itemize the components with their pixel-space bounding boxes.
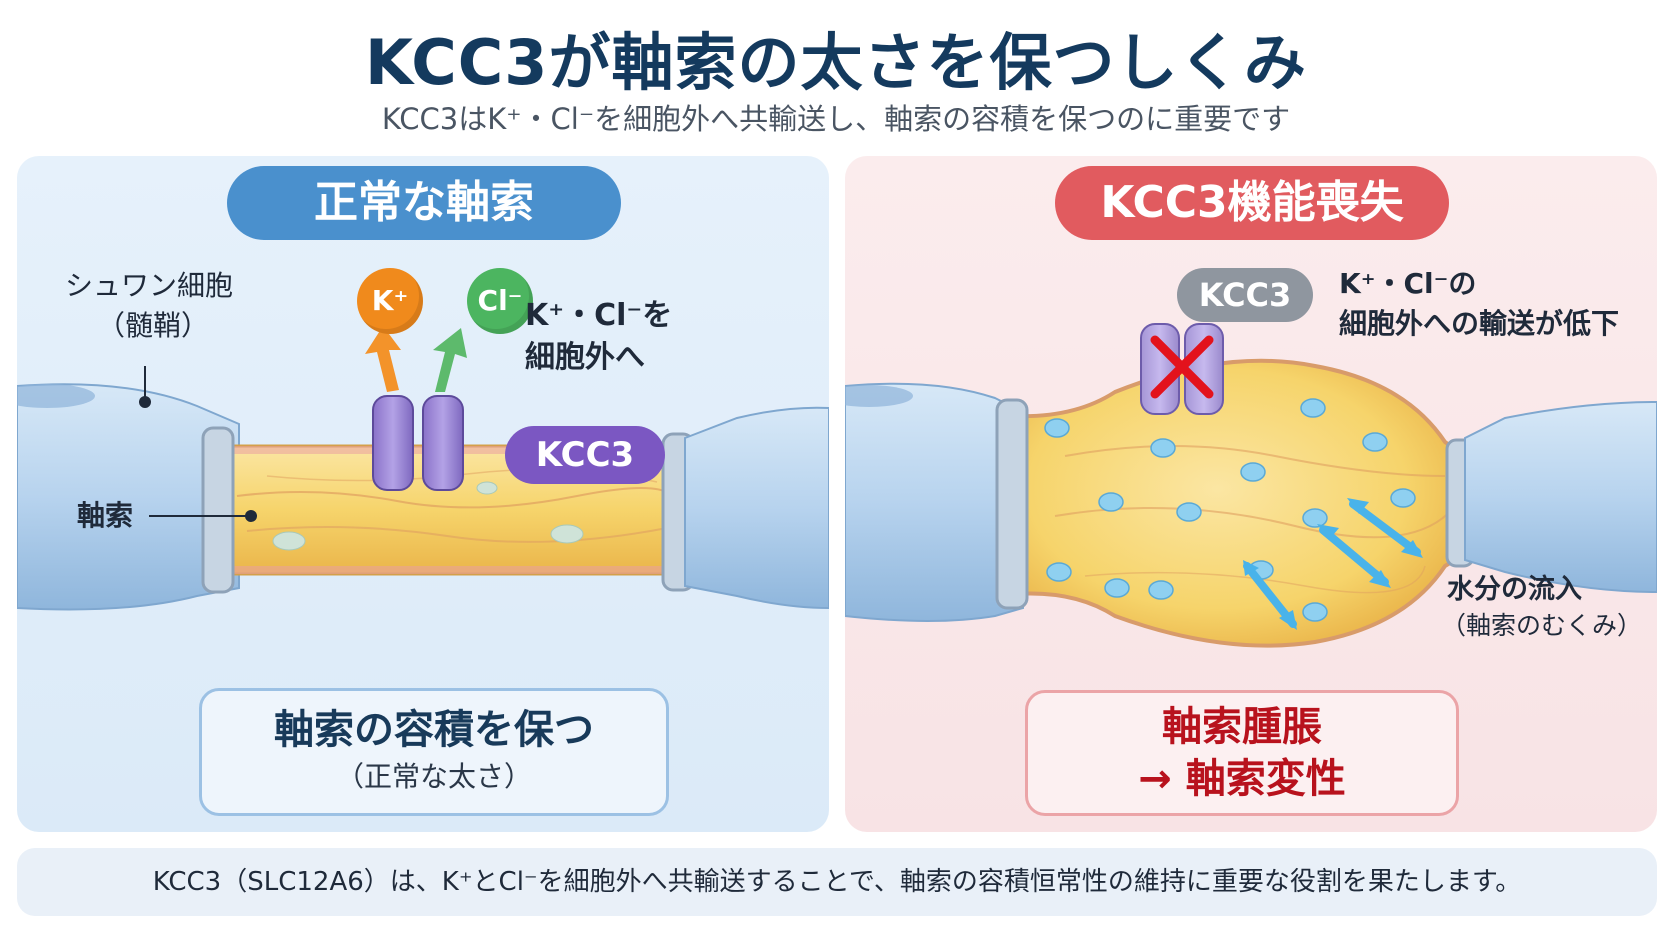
- chloride-ion: Cl⁻: [467, 268, 533, 334]
- axon-degeneration-label: → 軸索変性: [1138, 756, 1346, 802]
- transport-reduced-line-2: 細胞外への輸送が低下: [1339, 307, 1620, 340]
- kcc3-loss-heading: KCC3機能喪失: [1055, 166, 1449, 240]
- normal-result-main: 軸索の容積を保つ: [274, 707, 594, 753]
- blocked-cross-icon: [1150, 335, 1214, 399]
- swollen-axon-illustration: [845, 323, 1657, 648]
- k-efflux-arrow: [365, 326, 401, 392]
- page-subtitle: KCC3はK⁺・Cl⁻を細胞外へ共輸送し、軸索の容積を保つのに重要です: [381, 102, 1291, 136]
- kcc3-transporter-inactive: [1140, 323, 1180, 415]
- axon-swelling-label: 軸索腫脹: [1162, 704, 1322, 750]
- water-influx-label: 水分の流入: [1447, 574, 1582, 605]
- kcc3-label: KCC3: [505, 426, 665, 484]
- transport-label-line-2: 細胞外へ: [525, 340, 645, 375]
- normal-result-sub: （正常な太さ）: [335, 760, 532, 793]
- normal-result-box: 軸索の容積を保つ （正常な太さ）: [199, 688, 669, 816]
- myelin-label: （髄鞘）: [97, 309, 210, 342]
- schwann-cell-left: [17, 383, 240, 611]
- normal-axon-panel: 正常な軸索 シュワン細胞 （髄鞘） 軸索 K⁺ Cl⁻ K⁺・Cl⁻を 細胞外へ…: [17, 156, 829, 832]
- kcc3-transporter: [372, 395, 414, 491]
- schwann-cell-right: [1464, 400, 1657, 594]
- water-influx-arrows: [1243, 500, 1421, 628]
- myelin-groove: [17, 384, 95, 408]
- axon-edema-label: （軸索のむくみ）: [1441, 611, 1643, 640]
- cl-efflux-arrow: [433, 328, 467, 392]
- schwann-cell-left: [845, 382, 1024, 622]
- page-title: KCC3が軸索の太さを保つしくみ: [365, 26, 1307, 99]
- schwann-cell-right: [684, 406, 829, 610]
- kcc3-label-inactive: KCC3: [1177, 268, 1313, 322]
- footer-note: KCC3（SLC12A6）は、K⁺とCl⁻を細胞外へ共輸送することで、軸索の容積…: [17, 848, 1657, 916]
- loss-result-box: 軸索腫脹 → 軸索変性: [1025, 690, 1459, 816]
- transport-label-line-1: K⁺・Cl⁻を: [525, 298, 673, 333]
- schwann-cell-label: シュワン細胞: [65, 269, 234, 302]
- kcc3-loss-panel: KCC3機能喪失 KCC3 K⁺・Cl⁻の 細胞外への輸送が低下 水分の流入 （…: [845, 156, 1657, 832]
- potassium-ion: K⁺: [357, 268, 423, 334]
- axon-label: 軸索: [77, 499, 134, 532]
- normal-axon-heading: 正常な軸索: [227, 166, 621, 240]
- water-droplets: [1044, 398, 1416, 622]
- transport-reduced-line-1: K⁺・Cl⁻の: [1339, 267, 1477, 300]
